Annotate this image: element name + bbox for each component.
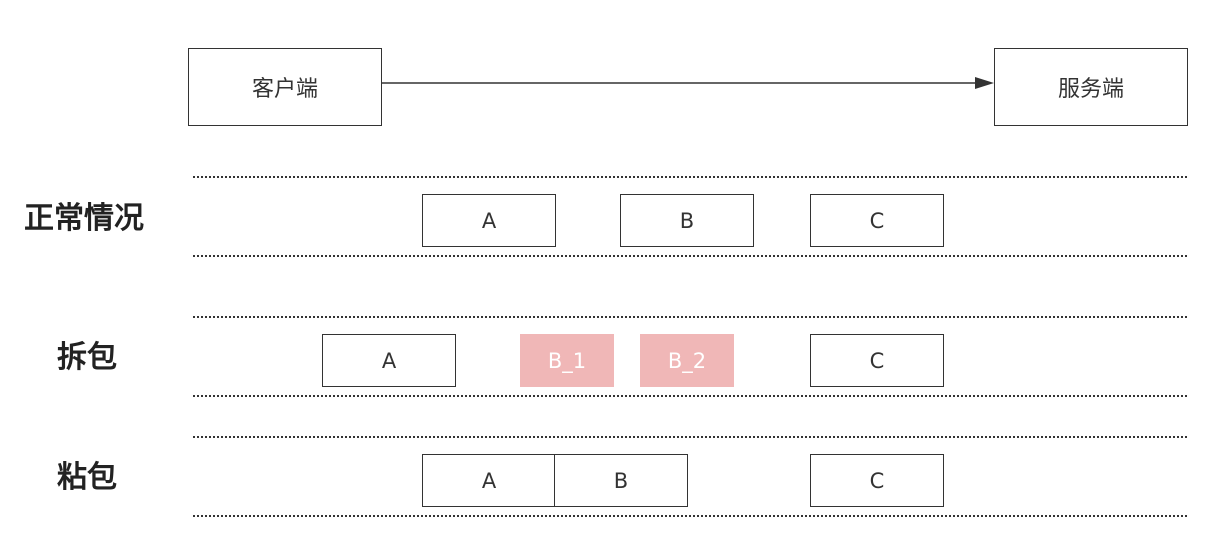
unpack-row-bottom-divider	[193, 395, 1187, 397]
normal-packet-a: A	[422, 194, 556, 247]
unpack-row-label: 拆包	[57, 340, 117, 375]
sticky-row-label: 粘包	[57, 460, 117, 495]
normal-row-top-divider	[193, 176, 1187, 178]
unpack-packet-b1: B_1	[520, 334, 614, 387]
sticky-packet-a-label: A	[481, 468, 497, 493]
normal-packet-b-label: B	[679, 208, 695, 233]
normal-row-bottom-divider	[193, 255, 1187, 257]
unpack-packet-b2-label: B_2	[667, 348, 707, 373]
sticky-packet-b-label: B	[613, 468, 629, 493]
sticky-row-top-divider	[193, 436, 1187, 438]
server-box: 服务端	[994, 48, 1188, 126]
unpack-packet-a-label: A	[381, 348, 397, 373]
unpack-packet-c-label: C	[869, 348, 885, 373]
sticky-packet-c: C	[810, 454, 944, 507]
normal-packet-c-label: C	[869, 208, 885, 233]
server-label: 服务端	[1057, 77, 1124, 102]
client-label: 客户端	[251, 77, 318, 102]
sticky-packet-a: A	[422, 454, 556, 507]
unpack-row-top-divider	[193, 316, 1187, 318]
normal-packet-c: C	[810, 194, 944, 247]
sticky-packet-b: B	[554, 454, 688, 507]
sticky-row-bottom-divider	[193, 515, 1187, 517]
unpack-packet-c: C	[810, 334, 944, 387]
normal-packet-a-label: A	[481, 208, 497, 233]
sticky-packet-c-label: C	[869, 468, 885, 493]
normal-packet-b: B	[620, 194, 754, 247]
normal-row-label: 正常情况	[24, 201, 144, 236]
client-box: 客户端	[188, 48, 382, 126]
unpack-packet-b1-label: B_1	[547, 348, 587, 373]
unpack-packet-b2: B_2	[640, 334, 734, 387]
unpack-packet-a: A	[322, 334, 456, 387]
